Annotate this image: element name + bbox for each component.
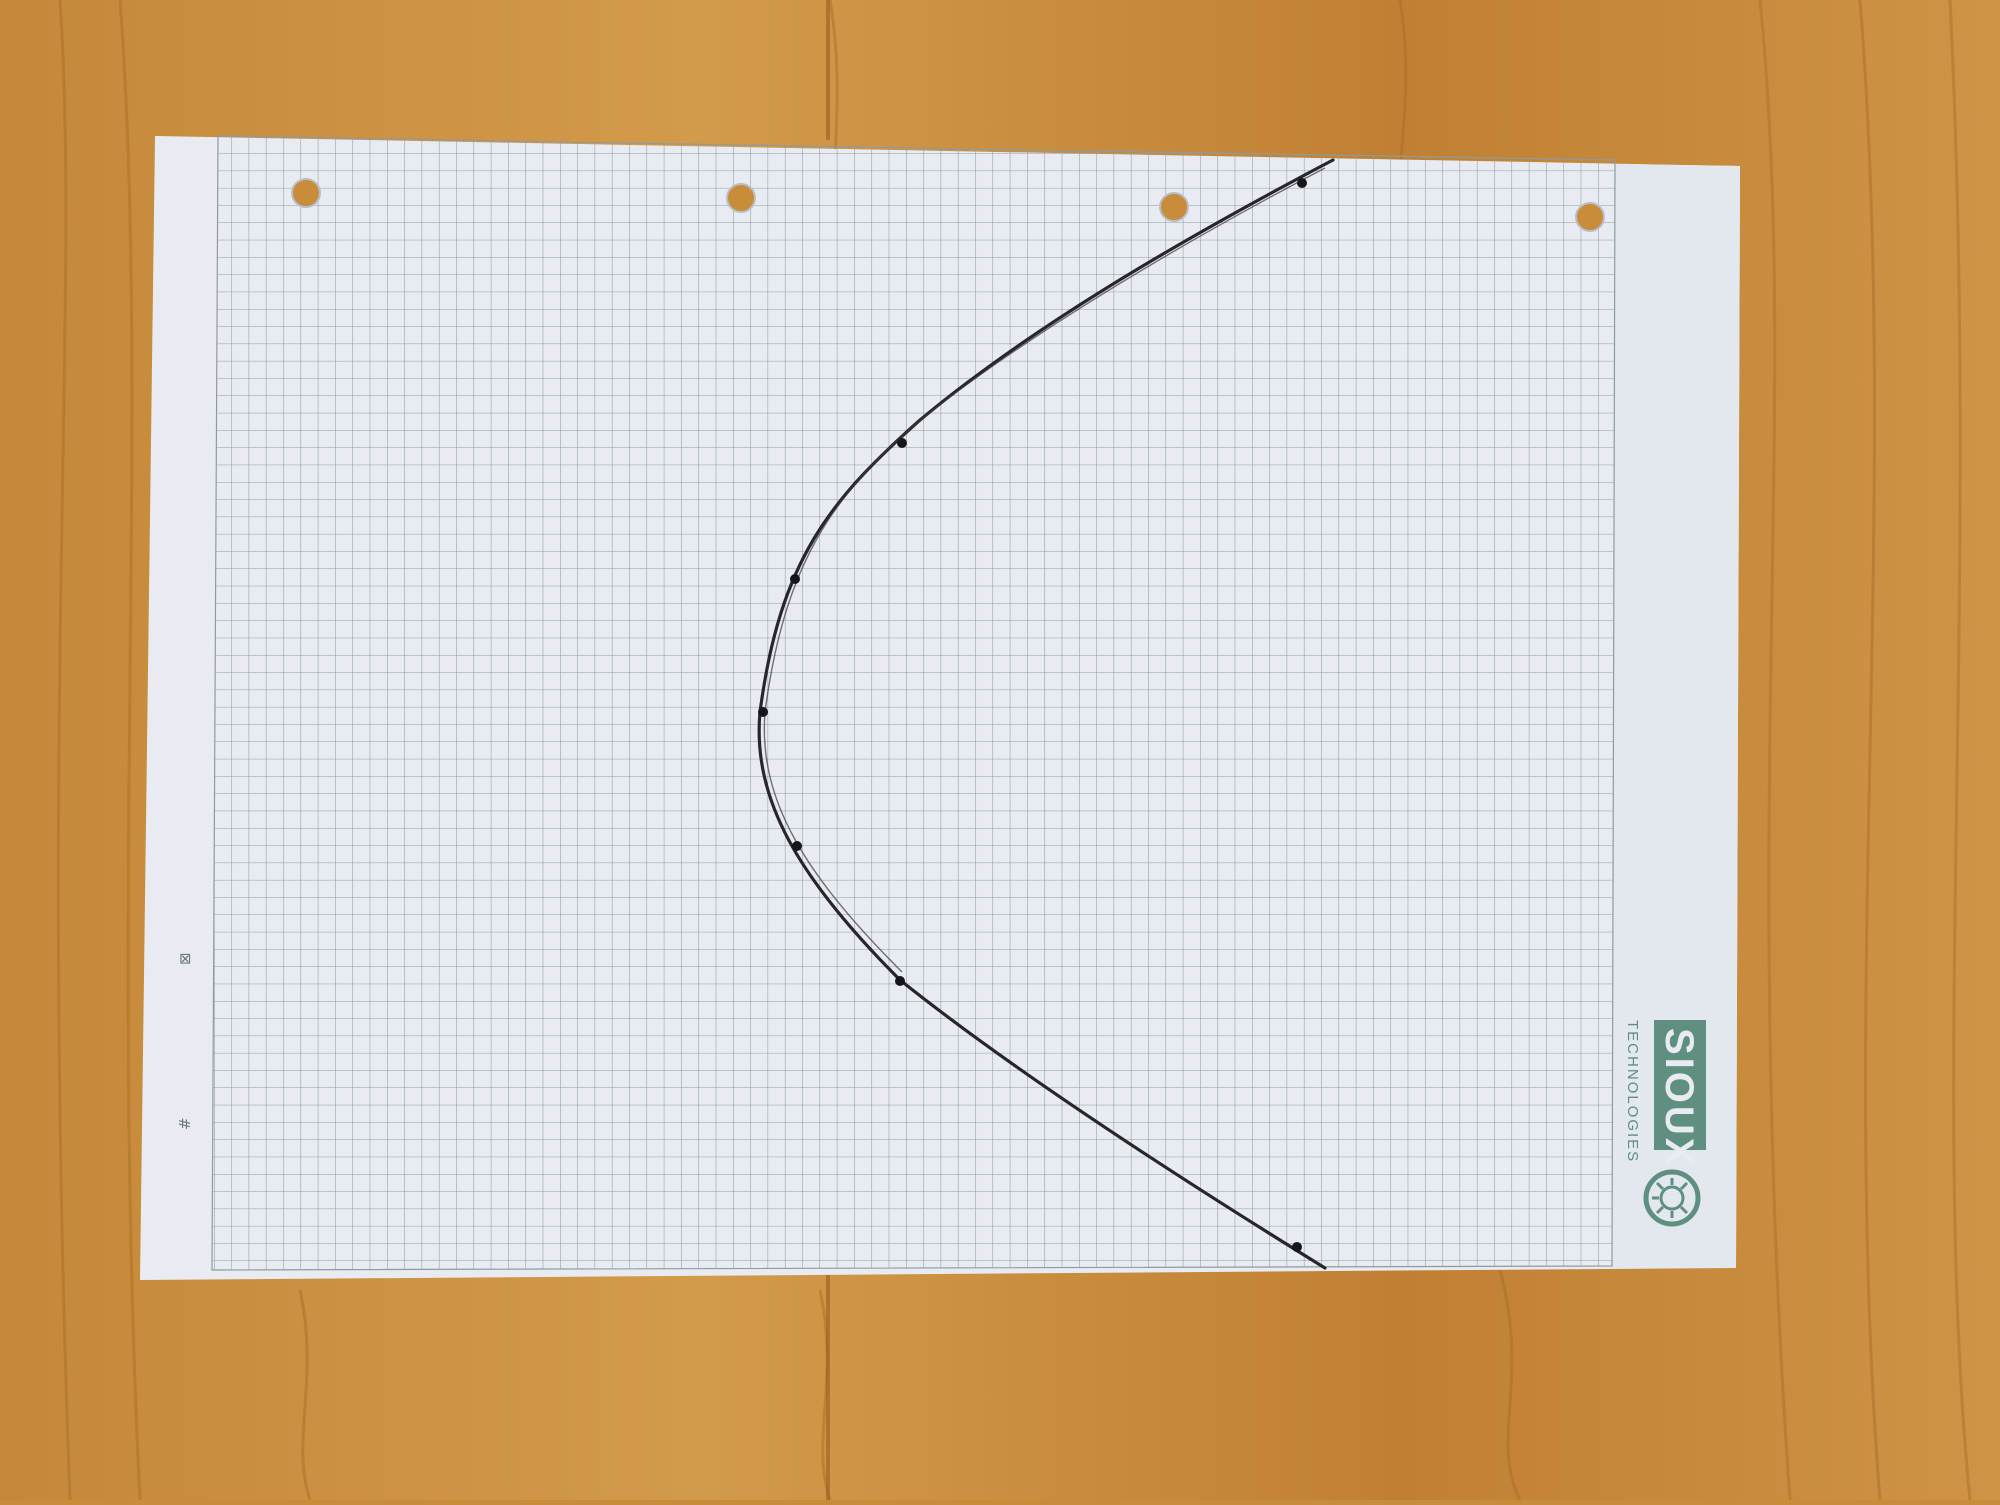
punch-hole [1159, 192, 1189, 222]
grid-border [211, 135, 1616, 1271]
graph-grid [212, 136, 1615, 1270]
curve-point [790, 574, 800, 584]
plank-seam [826, 0, 830, 140]
punch-hole [291, 178, 321, 208]
curve-sketch-stroke [763, 167, 1326, 973]
brand-emblem-icon [1643, 1169, 1701, 1227]
punch-hole [1575, 202, 1605, 232]
brand-box [1654, 1020, 1706, 1150]
brand-logo: SIOUX TECHNOLOGIES [1624, 1020, 1706, 1167]
curve-point [895, 976, 905, 986]
wood-grain [56, 0, 1972, 1501]
punch-holes [291, 178, 1605, 232]
paper-brand-strip [1612, 164, 1740, 1268]
curve-point [758, 707, 768, 717]
punch-hole [726, 183, 756, 213]
curve-point [792, 841, 802, 851]
curve-point [1292, 1242, 1302, 1252]
brand-tagline: TECHNOLOGIES [1624, 1020, 1641, 1163]
curve-point [1297, 178, 1307, 188]
brand-name: SIOUX [1657, 1028, 1701, 1167]
curve-points [758, 178, 1307, 1252]
plank-seam-lower [826, 1275, 830, 1500]
curve-point [897, 438, 907, 448]
margin-mark-lower: # [176, 1117, 194, 1130]
margin-mark-upper: ⊠ [176, 952, 194, 965]
